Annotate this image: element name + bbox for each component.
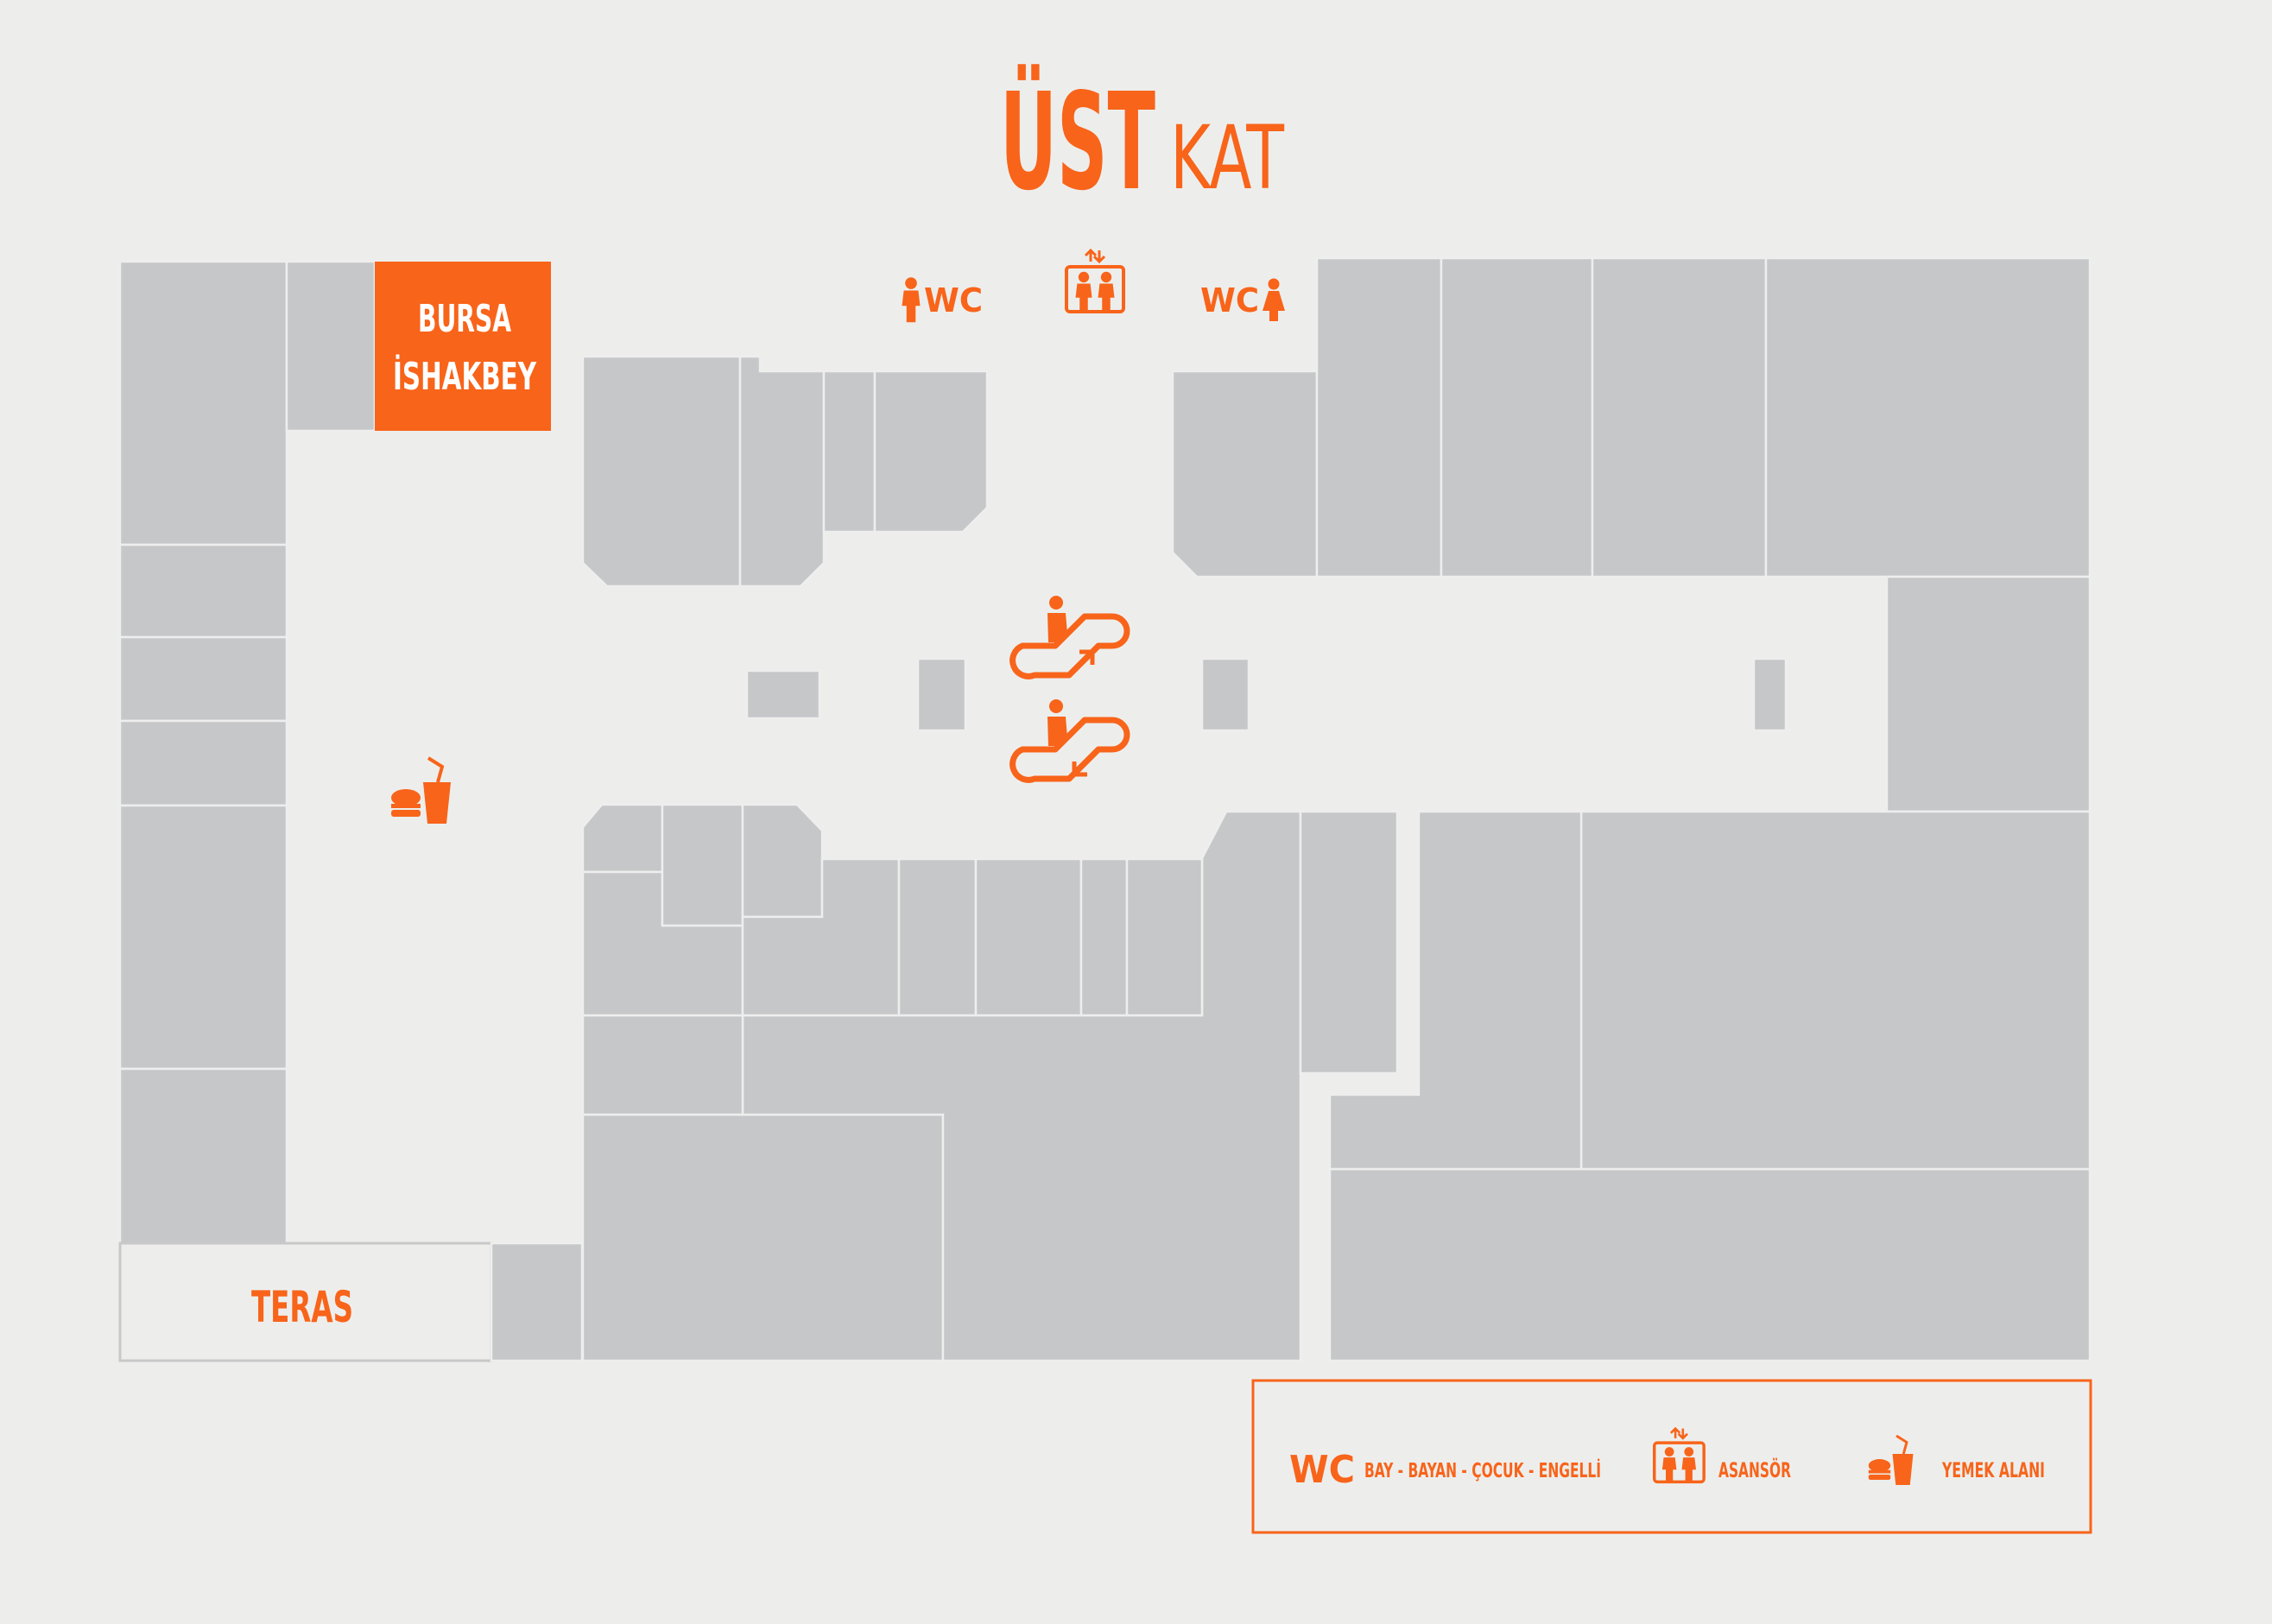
floor-title-bold: ÜST bbox=[1000, 64, 1155, 220]
legend-elevator-icon bbox=[1655, 1429, 1704, 1482]
store-units-lower-middle bbox=[581, 803, 1399, 1362]
store-unit[interactable] bbox=[661, 803, 744, 927]
store-bursa-ishakbey[interactable]: BURSA İSHAKBEY bbox=[375, 262, 551, 431]
store-unit[interactable] bbox=[1885, 575, 2092, 813]
store-unit[interactable] bbox=[741, 803, 824, 919]
elevator-icon bbox=[1066, 250, 1123, 313]
floor-title: ÜST KAT bbox=[1000, 64, 1285, 220]
kiosk[interactable] bbox=[745, 669, 821, 720]
store-unit[interactable] bbox=[118, 804, 288, 1071]
legend-wc-symbol: WC bbox=[1289, 1448, 1355, 1492]
store-unit[interactable] bbox=[118, 635, 288, 723]
female-wc-label: WC bbox=[1200, 281, 1259, 319]
legend-elevator-text: ASANSÖR bbox=[1718, 1457, 1791, 1482]
store-unit[interactable] bbox=[118, 543, 288, 639]
elevator[interactable] bbox=[1066, 250, 1123, 313]
store-unit[interactable] bbox=[118, 260, 288, 547]
store-unit[interactable] bbox=[581, 355, 742, 588]
highlighted-store-box[interactable] bbox=[375, 262, 551, 431]
store-unit[interactable] bbox=[1328, 1167, 2092, 1362]
store-unit[interactable] bbox=[1079, 857, 1129, 1017]
store-unit[interactable] bbox=[1328, 810, 1583, 1171]
female-wc-icon bbox=[1263, 278, 1285, 321]
store-unit[interactable] bbox=[1591, 256, 1768, 578]
male-wc[interactable]: WC bbox=[902, 277, 984, 323]
store-units-lower-right bbox=[1328, 810, 2092, 1362]
store-unit[interactable] bbox=[1315, 256, 1443, 578]
store-unit[interactable] bbox=[1764, 256, 2092, 578]
store-unit[interactable] bbox=[1125, 857, 1204, 1017]
store-unit[interactable] bbox=[738, 355, 826, 588]
store-unit[interactable] bbox=[873, 370, 989, 534]
food-court-icon bbox=[389, 756, 453, 825]
female-wc[interactable]: WC bbox=[1200, 278, 1285, 322]
store-unit[interactable] bbox=[1579, 810, 2092, 1171]
store-unit[interactable] bbox=[897, 857, 978, 1017]
escalator-down-icon bbox=[1013, 699, 1127, 780]
store-unit[interactable] bbox=[974, 857, 1083, 1017]
store-unit[interactable] bbox=[581, 1113, 945, 1362]
store-unit[interactable] bbox=[581, 1014, 744, 1116]
highlighted-store-name-line2: İSHAKBEY bbox=[393, 353, 537, 399]
legend-food-icon bbox=[1867, 1434, 1914, 1487]
store-unit[interactable] bbox=[1171, 370, 1319, 578]
store-unit[interactable] bbox=[1440, 256, 1594, 578]
legend-food-text: YEMEK ALANI bbox=[1941, 1458, 2045, 1482]
terrace-label: TERAS bbox=[251, 1282, 353, 1332]
kiosk[interactable] bbox=[1752, 657, 1788, 732]
floor-title-light: KAT bbox=[1170, 107, 1285, 210]
store-unit[interactable] bbox=[118, 719, 288, 807]
male-wc-icon bbox=[902, 277, 921, 323]
terrace-box bbox=[118, 1242, 493, 1362]
terrace-area: TERAS bbox=[118, 1242, 584, 1362]
store-units-left bbox=[118, 260, 377, 1245]
store-unit[interactable] bbox=[822, 370, 877, 534]
store-unit[interactable] bbox=[118, 1067, 288, 1245]
store-units-upper-right bbox=[1171, 256, 2092, 813]
legend-wc-text: BAY - BAYAN - ÇOCUK - ENGELLİ bbox=[1364, 1458, 1601, 1482]
kiosk[interactable] bbox=[916, 657, 967, 732]
legend: WC BAY - BAYAN - ÇOCUK - ENGELLİ ASANSÖR… bbox=[1251, 1379, 2092, 1534]
kiosks bbox=[745, 657, 1788, 732]
escalator-up[interactable] bbox=[1013, 596, 1127, 676]
store-unit[interactable] bbox=[581, 803, 664, 874]
store-unit[interactable] bbox=[1299, 810, 1399, 1075]
food-court[interactable] bbox=[389, 756, 453, 825]
store-unit[interactable] bbox=[490, 1242, 584, 1362]
highlighted-store-name-line1: BURSA bbox=[418, 297, 511, 341]
escalator-down[interactable] bbox=[1013, 699, 1127, 780]
store-unit[interactable] bbox=[285, 260, 377, 433]
escalator-up-icon bbox=[1013, 596, 1127, 676]
kiosk[interactable] bbox=[1200, 657, 1250, 732]
store-units-upper-middle bbox=[581, 355, 989, 588]
legend-box bbox=[1251, 1379, 2092, 1534]
male-wc-label: WC bbox=[924, 281, 983, 319]
